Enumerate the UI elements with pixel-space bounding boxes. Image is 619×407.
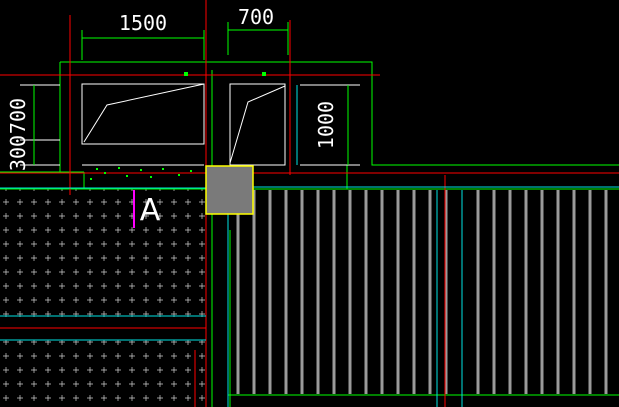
selected-column-block[interactable] xyxy=(205,165,254,215)
dimension-frames xyxy=(20,83,360,166)
hatch-zone-lower xyxy=(0,340,206,407)
dimension-700-left: 700 xyxy=(6,98,30,134)
zone-label-a: A xyxy=(140,193,161,228)
rebar-group xyxy=(236,190,608,394)
speckles xyxy=(90,72,266,180)
dimension-1500: 1500 xyxy=(119,11,167,35)
wall-outline xyxy=(0,61,619,407)
column-lines xyxy=(0,85,619,407)
dimension-lines xyxy=(33,22,349,165)
dimension-1000: 1000 xyxy=(314,101,338,149)
hatch-zone-upper xyxy=(0,188,206,318)
dimension-300: 300 xyxy=(6,135,30,171)
dimension-700-top: 700 xyxy=(238,5,274,29)
